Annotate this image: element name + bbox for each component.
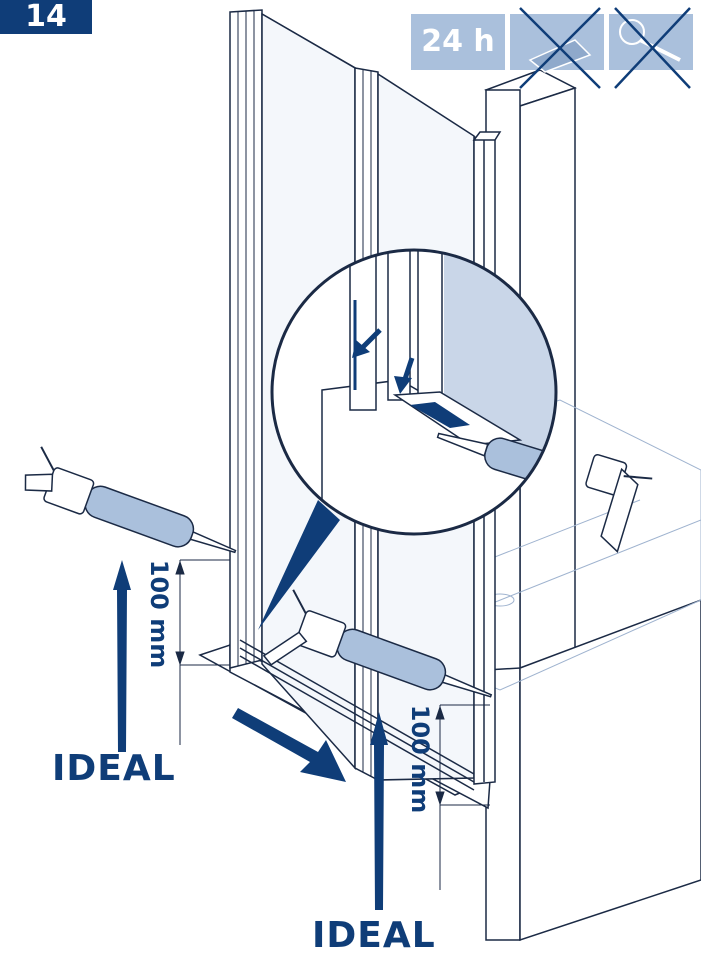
dimension-right xyxy=(435,704,490,890)
ideal-label-right: IDEAL xyxy=(312,915,436,956)
zoom-pointer xyxy=(258,500,340,630)
dimension-left xyxy=(175,559,230,745)
step-number-badge: 14 xyxy=(0,0,92,34)
no-shower-icon xyxy=(609,7,693,89)
no-stand-icon xyxy=(510,7,604,89)
ideal-label-left: IDEAL xyxy=(52,748,176,789)
caulking-gun-left xyxy=(24,446,237,554)
bottom-track xyxy=(239,639,475,791)
caulking-gun-bottom xyxy=(262,589,493,698)
up-arrow-right xyxy=(370,712,388,910)
direction-arrow xyxy=(232,708,346,782)
up-arrow-left xyxy=(113,560,131,752)
dimension-label-left: 100 mm xyxy=(145,559,174,669)
wall xyxy=(484,69,701,942)
dimension-label-right: 100 mm xyxy=(406,704,435,814)
glass-panel-left xyxy=(229,9,263,669)
cure-time-badge: 24 h xyxy=(411,14,505,70)
caulking-gun-zoom xyxy=(585,453,653,553)
